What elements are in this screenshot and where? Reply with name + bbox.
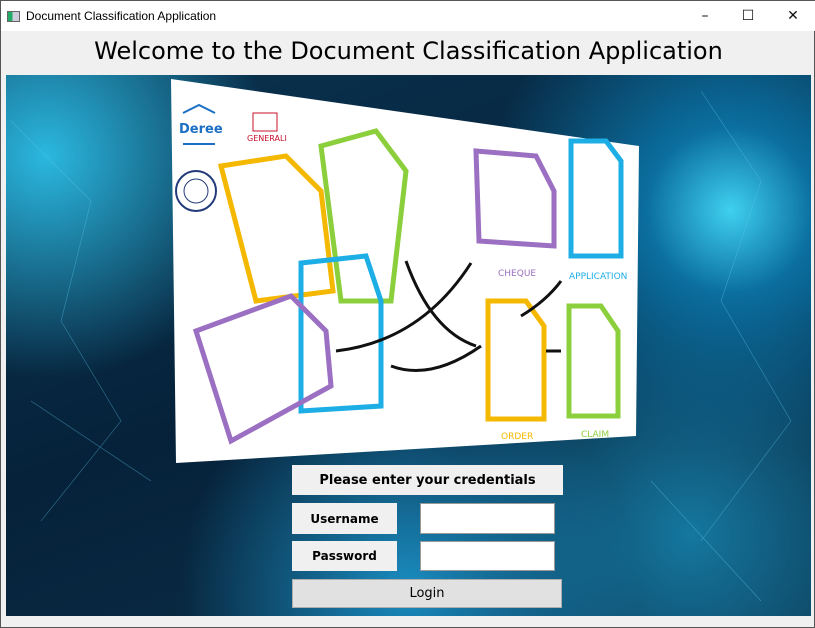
illustration-panel — [171, 79, 639, 463]
deree-logo: Deree — [179, 103, 223, 145]
doc-cheque — [473, 148, 557, 249]
category-labels: CHEQUE APPLICATION ORDER CLAIM — [498, 269, 627, 442]
arrows — [335, 260, 563, 372]
password-input[interactable] — [420, 541, 555, 571]
doc-blue — [298, 253, 384, 414]
minimize-button[interactable]: – — [701, 8, 709, 24]
username-input[interactable] — [420, 503, 555, 534]
college-seal — [175, 170, 217, 212]
generali-logo: GENERALI — [247, 112, 287, 143]
doc-order — [485, 298, 547, 422]
classification-illustration: Deree GENERALI CHEQUE APPLICATION ORDER … — [10, 79, 792, 602]
svg-text:CHEQUE: CHEQUE — [498, 269, 536, 279]
doc-green — [318, 128, 409, 304]
doc-purple — [192, 293, 334, 445]
doc-application — [568, 138, 624, 259]
title-bar: Document Classification Application – ☐ … — [1, 1, 815, 31]
svg-text:GENERALI: GENERALI — [247, 134, 287, 143]
background-image: Deree GENERALI CHEQUE APPLICATION ORDER … — [6, 75, 811, 616]
page-title: Welcome to the Document Classification A… — [94, 37, 723, 65]
svg-text:APPLICATION: APPLICATION — [569, 272, 627, 282]
network-lines — [10, 90, 792, 602]
close-button[interactable]: ✕ — [787, 8, 799, 24]
app-icon — [7, 10, 20, 22]
password-label: Password — [292, 541, 397, 571]
window-title: Document Classification Application — [26, 9, 217, 23]
username-label: Username — [292, 503, 397, 534]
doc-claim — [566, 303, 621, 419]
maximize-button[interactable]: ☐ — [741, 8, 755, 24]
svg-text:Deree: Deree — [179, 122, 223, 137]
credentials-prompt: Please enter your credentials — [292, 465, 563, 495]
login-button[interactable]: Login — [292, 579, 562, 608]
svg-text:ORDER: ORDER — [501, 432, 533, 442]
svg-text:CLAIM: CLAIM — [581, 430, 609, 440]
doc-yellow — [217, 153, 336, 304]
